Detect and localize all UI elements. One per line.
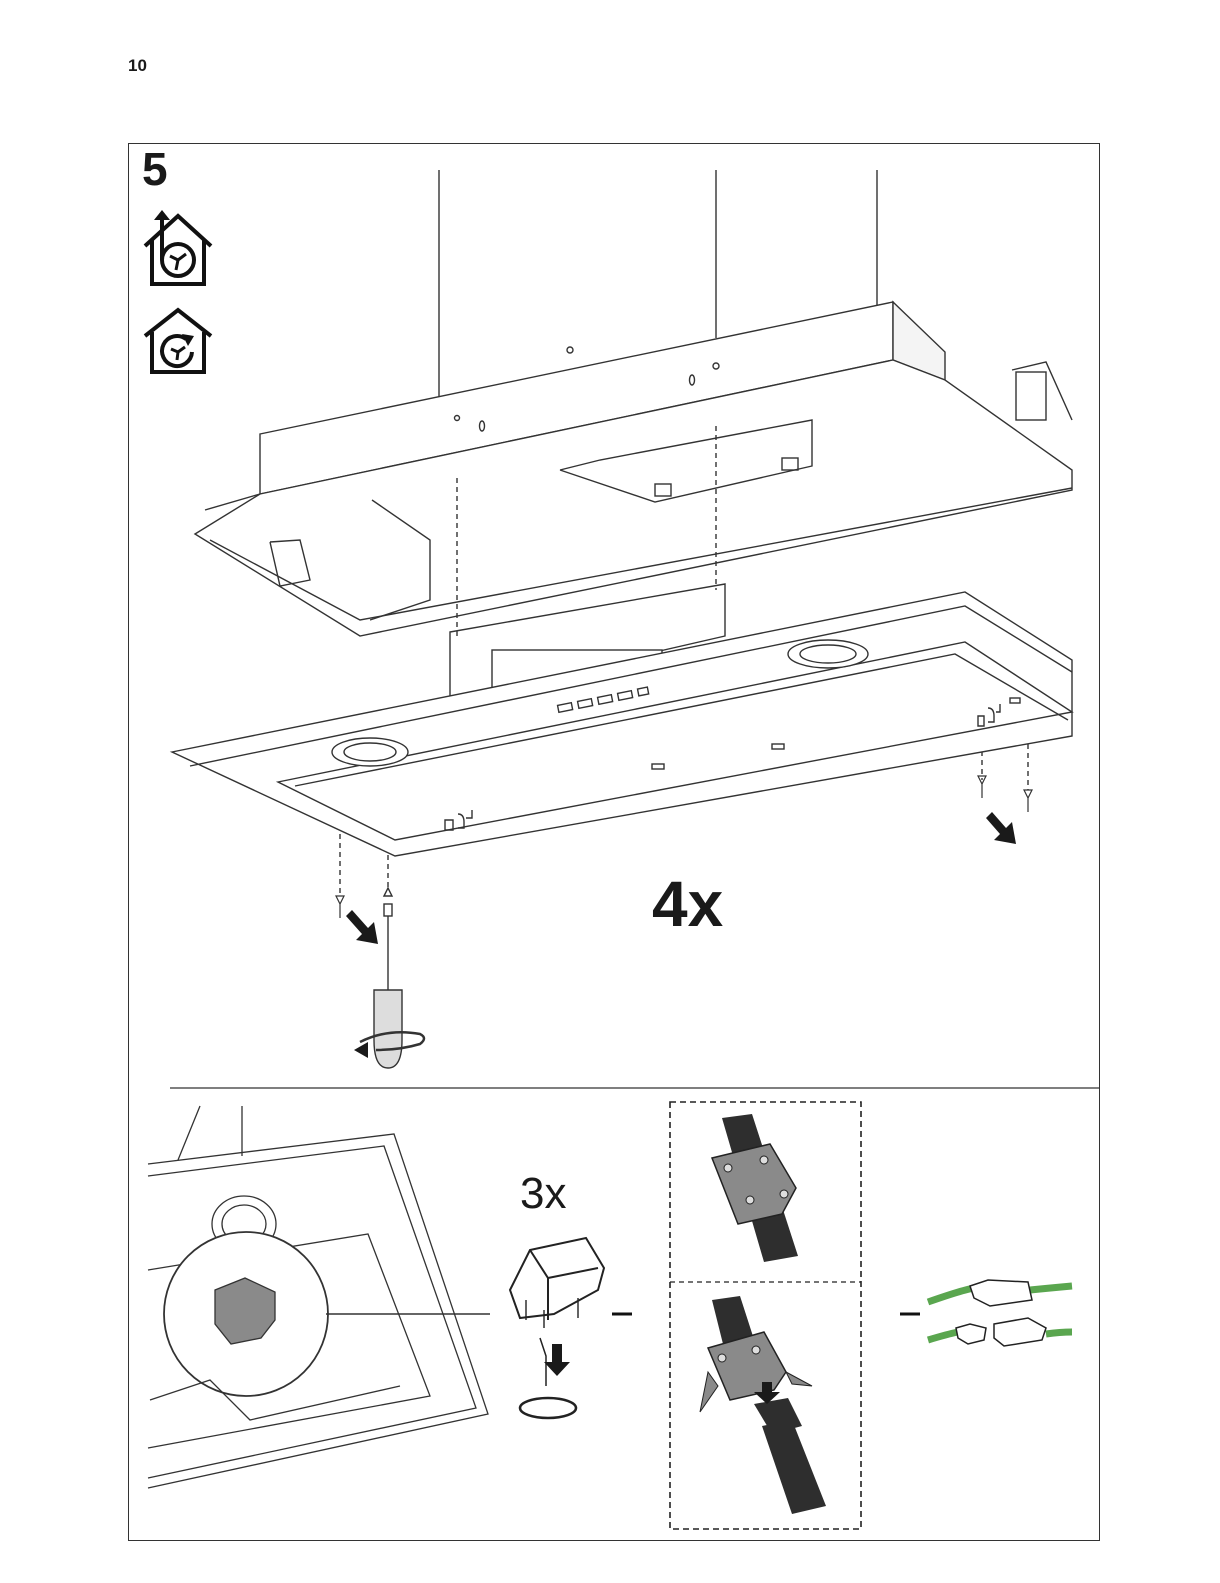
hood-housing — [195, 302, 1072, 636]
junction-box-detail — [510, 1238, 604, 1418]
connector-detail-box — [670, 1102, 861, 1529]
direction-arrows — [346, 812, 1016, 1058]
arrow-down-right-icon — [986, 812, 1016, 844]
arrow-down-left-icon — [346, 910, 378, 944]
rotate-arrow-icon — [354, 1042, 368, 1058]
arrow-down-icon — [544, 1344, 570, 1376]
earth-wire-detail — [928, 1280, 1072, 1346]
screwdriver — [360, 888, 424, 1068]
hood-corner-detail — [148, 1106, 490, 1488]
